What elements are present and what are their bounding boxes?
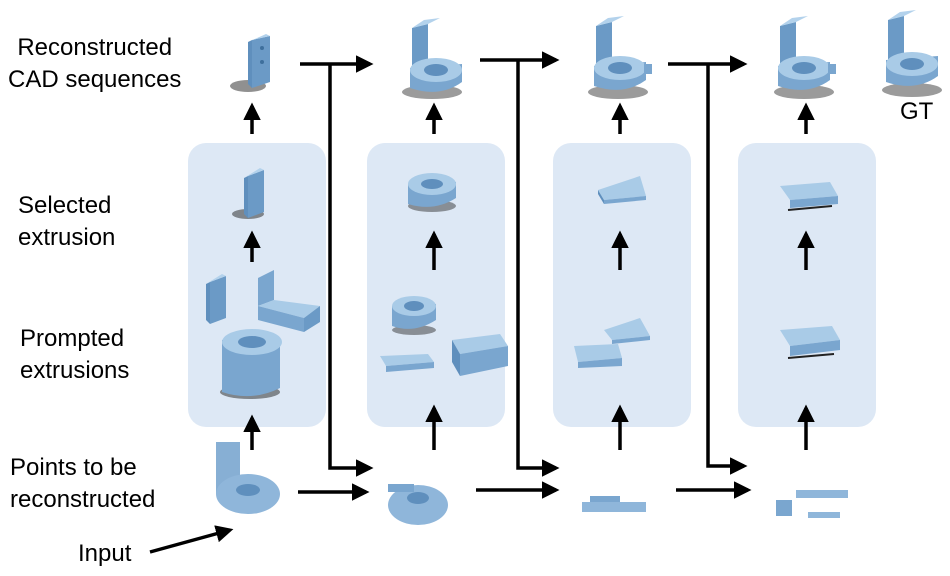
- recon-shape-3: [588, 16, 652, 99]
- prompted-extrusion-1a: [206, 274, 226, 324]
- label-points-to-reconstruct: Points to be reconstructed: [10, 454, 156, 513]
- stage-panel-4: [738, 143, 876, 427]
- point-cloud-2: [388, 484, 448, 525]
- selected-extrusion-2: [408, 173, 456, 212]
- recon-shape-4: [774, 16, 836, 99]
- prompted-extrusion-2b: [380, 354, 434, 372]
- selected-extrusion-3: [598, 176, 646, 204]
- arrow-branch: [516, 60, 560, 477]
- prompted-extrusion-3a: [604, 318, 650, 344]
- prompted-extrusion-2a: [392, 296, 436, 335]
- label-reconstructed-cad: Reconstructed CAD sequences: [8, 34, 182, 93]
- prompted-extrusion-1b: [258, 270, 320, 332]
- prompted-extrusion-4a: [780, 326, 840, 359]
- arrow-branch: [706, 64, 748, 475]
- point-cloud-4: [776, 490, 848, 518]
- gt-shape: [882, 10, 942, 97]
- arrow-input: [149, 525, 234, 554]
- arrow-branch: [328, 64, 374, 477]
- recon-shape-1: [230, 34, 270, 92]
- prompted-extrusion-3b: [574, 344, 622, 368]
- prompted-extrusion-1c: [220, 329, 282, 399]
- label-gt: GT: [900, 98, 934, 125]
- label-prompted-extrusions: Prompted extrusions: [20, 325, 130, 384]
- label-input: Input: [78, 540, 132, 567]
- arrows: [149, 51, 815, 554]
- point-cloud-1: [216, 442, 280, 514]
- selected-extrusion-4: [780, 182, 838, 211]
- point-cloud-3: [582, 496, 646, 512]
- selected-extrusion-1: [232, 168, 264, 219]
- prompted-extrusion-2c: [452, 334, 508, 376]
- recon-shape-2: [402, 18, 462, 99]
- label-selected-extrusion: Selected extrusion: [18, 192, 116, 251]
